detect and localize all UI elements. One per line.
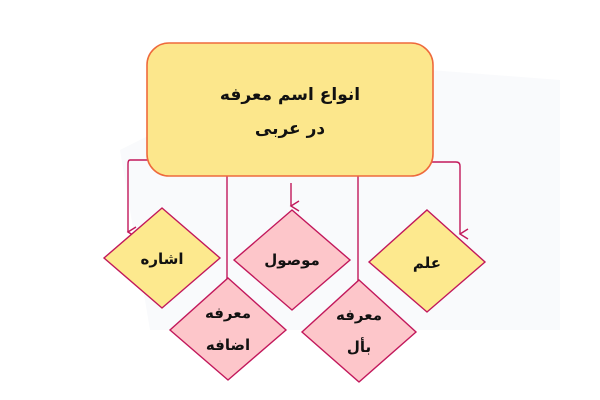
connector-alam	[432, 161, 469, 240]
title-box: انواع اسم معرفه در عربی	[146, 42, 434, 177]
node-bel: معرفه بأل	[300, 279, 418, 383]
node-alam-label: علم	[413, 254, 441, 272]
node-ezafe-line1: معرفه	[205, 304, 251, 322]
title-line1: انواع اسم معرفه	[220, 85, 360, 105]
node-alam: علم	[367, 209, 487, 313]
title-line2: در عربی	[255, 119, 325, 139]
node-mowsul: موصول	[232, 209, 352, 311]
node-bel-line1: معرفه	[336, 306, 382, 324]
node-ezafe: معرفه اضافه	[168, 277, 288, 381]
node-ezafe-line2: اضافه	[206, 336, 250, 354]
node-bel-line2: بأل	[347, 337, 371, 356]
node-eshare: اشاره	[102, 207, 222, 309]
node-eshare-label: اشاره	[140, 250, 183, 268]
connector-eshare	[126, 159, 148, 238]
node-mowsul-label: موصول	[264, 251, 320, 269]
